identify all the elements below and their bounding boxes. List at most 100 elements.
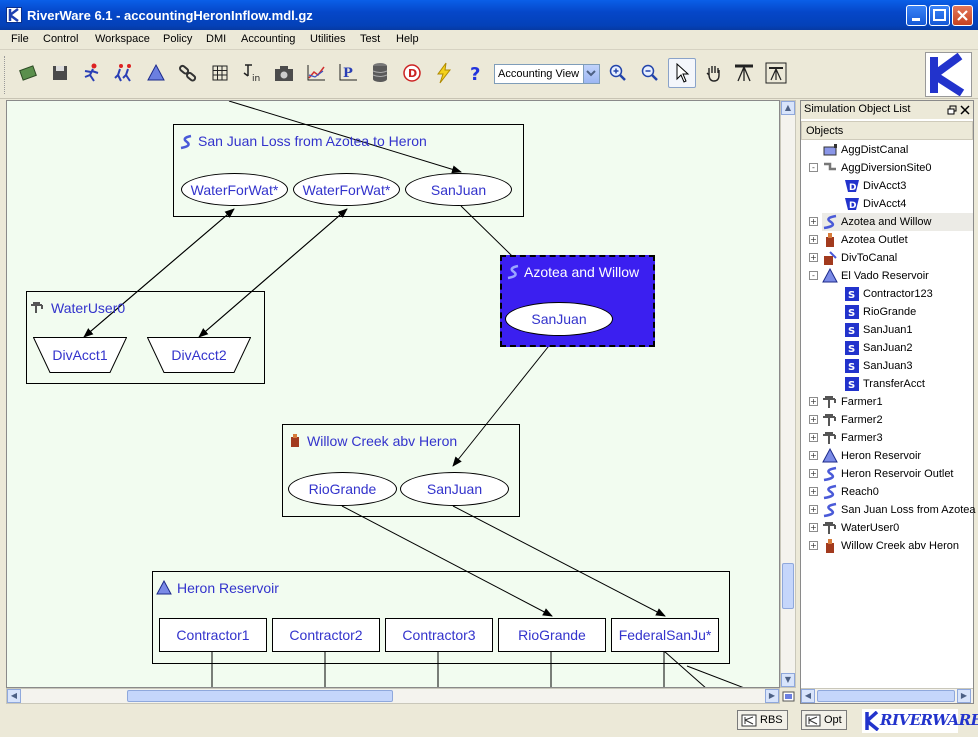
expand-icon[interactable]: + [809, 415, 818, 424]
tree-item[interactable]: Farmer1 [822, 393, 883, 411]
menu-test[interactable]: Test [360, 33, 381, 45]
run-step-icon[interactable] [112, 60, 136, 86]
help-icon[interactable]: ? [464, 60, 488, 86]
scroll-right-icon[interactable]: ▶ [957, 689, 971, 703]
scroll-left-icon[interactable]: ◀ [7, 689, 21, 703]
slot-sanjuan-willow[interactable]: SanJuan [400, 472, 509, 506]
plot-icon[interactable] [304, 60, 328, 86]
tree-item[interactable]: El Vado Reservoir [822, 267, 929, 285]
expand-icon[interactable]: + [809, 433, 818, 442]
slot-federalsanju[interactable]: FederalSanJu* [611, 618, 719, 652]
zoom-out-icon[interactable] [638, 60, 662, 86]
close-button[interactable] [952, 5, 973, 26]
close-icon[interactable] [960, 105, 970, 115]
scroll-down-icon[interactable]: ▼ [781, 673, 795, 687]
minimize-button[interactable] [906, 5, 927, 26]
pointer-icon[interactable] [668, 58, 696, 88]
slot-sanjuan[interactable]: SanJuan [405, 173, 512, 206]
expand-icon[interactable]: + [809, 253, 818, 262]
expand-icon[interactable]: + [809, 487, 818, 496]
tree-item[interactable]: Azotea Outlet [822, 231, 908, 249]
snapshot-icon[interactable] [764, 60, 788, 86]
scroll-up-icon[interactable]: ▲ [781, 101, 795, 115]
tree-item[interactable]: WaterUser0 [822, 519, 899, 537]
slot-divacct1[interactable]: DivAcct1 [52, 347, 108, 363]
open-icon[interactable] [16, 60, 40, 86]
objects-column-header[interactable]: Objects [801, 121, 973, 140]
corner-icon[interactable] [781, 689, 796, 704]
tree-item[interactable]: Farmer2 [822, 411, 883, 429]
menu-help[interactable]: Help [396, 33, 419, 45]
chevron-down-icon[interactable] [583, 65, 599, 83]
collapse-icon[interactable]: - [809, 163, 818, 172]
panel-horizontal-scrollbar[interactable]: ◀ ▶ [801, 688, 973, 703]
expand-icon[interactable]: + [809, 217, 818, 226]
lightning-icon[interactable] [432, 60, 456, 86]
database-icon[interactable] [368, 60, 392, 86]
slot-contractor3[interactable]: Contractor3 [385, 618, 493, 652]
policy-icon[interactable]: P [336, 60, 360, 86]
group-heron-reservoir[interactable]: Heron Reservoir [152, 571, 730, 664]
grid-icon[interactable] [208, 60, 232, 86]
expand-icon[interactable]: + [809, 397, 818, 406]
tree-item[interactable]: AggDistCanal [822, 141, 908, 159]
slot-waterforwat-1[interactable]: WaterForWat* [181, 173, 288, 206]
menu-control[interactable]: Control [43, 33, 79, 45]
tree-item[interactable]: Reach0 [822, 483, 879, 501]
tin-icon[interactable]: in [240, 60, 264, 86]
vertical-scroll-thumb[interactable] [782, 563, 794, 609]
menu-policy[interactable]: Policy [163, 33, 193, 45]
scroll-left-icon[interactable]: ◀ [801, 689, 815, 703]
toolbar-grip[interactable] [4, 56, 7, 94]
group-wateruser0[interactable]: WaterUser0 [26, 291, 265, 384]
hand-icon[interactable] [702, 60, 726, 86]
tree-item[interactable]: AggDiversionSite0 [822, 159, 932, 177]
expand-icon[interactable]: + [809, 469, 818, 478]
expand-icon[interactable]: + [809, 523, 818, 532]
menu-file[interactable]: File [11, 33, 29, 45]
zoom-in-icon[interactable] [606, 60, 630, 86]
tree-item[interactable]: Heron Reservoir Outlet [822, 465, 954, 483]
tree-item[interactable]: Willow Creek abv Heron [822, 537, 959, 555]
panel-scroll-thumb[interactable] [817, 690, 955, 702]
run-icon[interactable] [80, 60, 104, 86]
expand-icon[interactable]: + [809, 235, 818, 244]
collapse-icon[interactable]: - [809, 271, 818, 280]
workspace-canvas[interactable]: San Juan Loss from Azotea to Heron Water… [6, 100, 780, 688]
tree-item[interactable]: Farmer3 [822, 429, 883, 447]
opt-button[interactable]: Opt [801, 710, 847, 730]
rbs-button[interactable]: RBS [737, 710, 788, 730]
slot-sanjuan-azotea[interactable]: SanJuan [505, 302, 613, 336]
slot-riogrande-willow[interactable]: RioGrande [288, 472, 397, 506]
slot-divacct2[interactable]: DivAcct2 [171, 347, 227, 363]
tree-item[interactable]: Heron Reservoir [822, 447, 921, 465]
menu-utilities[interactable]: Utilities [310, 33, 346, 45]
menu-workspace[interactable]: Workspace [95, 33, 150, 45]
view-select[interactable]: Accounting View [494, 64, 600, 84]
camera-icon[interactable] [272, 60, 296, 86]
expand-icon[interactable]: + [809, 541, 818, 550]
maximize-button[interactable] [929, 5, 950, 26]
menu-dmi[interactable]: DMI [206, 33, 227, 45]
horizontal-scroll-thumb[interactable] [127, 690, 393, 702]
slot-waterforwat-2[interactable]: WaterForWat* [293, 173, 400, 206]
tree-item[interactable]: Azotea and Willow [822, 213, 973, 231]
group-san-juan-loss[interactable]: San Juan Loss from Azotea to Heron [173, 124, 524, 217]
reservoir-icon[interactable] [144, 60, 168, 86]
slot-riogrande-heron[interactable]: RioGrande [498, 618, 606, 652]
expand-icon[interactable]: + [809, 505, 818, 514]
link-icon[interactable] [176, 60, 200, 86]
save-icon[interactable] [48, 60, 72, 86]
riverware-app-icon[interactable] [6, 7, 22, 23]
group-willow-creek[interactable]: Willow Creek abv Heron [282, 424, 520, 517]
slot-contractor2[interactable]: Contractor2 [272, 618, 380, 652]
telescope-icon[interactable] [732, 60, 756, 86]
